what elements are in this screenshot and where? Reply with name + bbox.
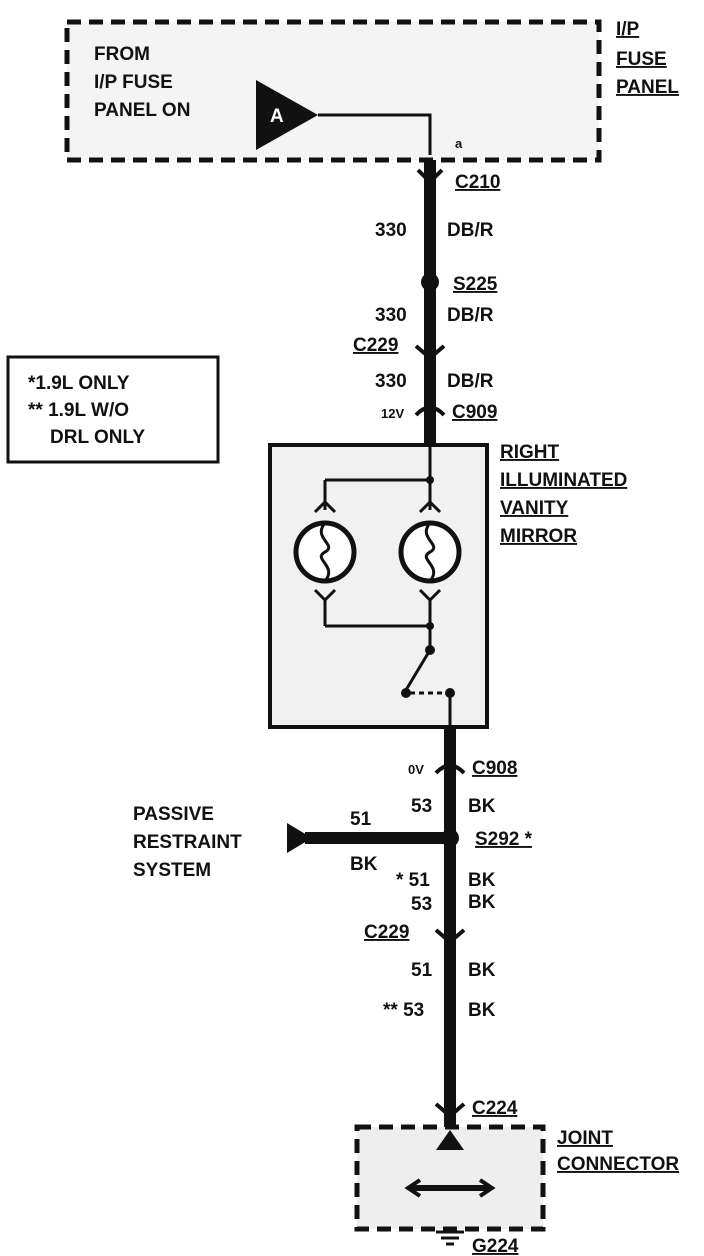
joint-connector-line-2: CONNECTOR [557, 1154, 679, 1175]
mirror-label-line-4: MIRROR [500, 526, 577, 547]
c229-bottom-label: C229 [364, 922, 409, 943]
wire-top-a-circuit: 330 [375, 220, 407, 241]
connection-arrow-icon [256, 80, 318, 150]
wire-top-b-circuit: 330 [375, 305, 407, 326]
joint-left-chevron-icon [404, 1178, 422, 1198]
lamp-left-icon [293, 499, 357, 603]
wire-low-b-color: BK [468, 892, 496, 913]
wire-low-c-color: BK [468, 960, 496, 981]
wire-top-c-circuit: 330 [375, 371, 407, 392]
wire-low-a-circuit: * 51 [396, 870, 430, 891]
g224-label: G224 [472, 1236, 519, 1256]
s292-label: S292 * [475, 829, 533, 850]
c908-label: C908 [472, 758, 517, 779]
wire-mid-circuit: 53 [411, 796, 432, 817]
from-line-1: FROM [94, 44, 150, 65]
c909-label: C909 [452, 402, 497, 423]
switch-contact-left-icon [401, 688, 411, 698]
c210-label: C210 [455, 172, 500, 193]
fuse-pin-label: a [455, 136, 463, 151]
voltage-12v: 12V [381, 406, 404, 421]
ip-fuse-panel-line-3: PANEL [616, 77, 679, 98]
c229-top-label: C229 [353, 335, 398, 356]
c210-connector-icon [416, 168, 444, 185]
legend-box [6, 355, 220, 464]
arrow-letter: A [270, 106, 284, 127]
s225-splice-icon [421, 273, 439, 291]
joint-connector-line-1: JOINT [557, 1128, 613, 1149]
wire-top-a-color: DB/R [447, 220, 494, 241]
from-line-3: PANEL ON [94, 100, 190, 121]
c229-top-connector-icon [414, 344, 446, 361]
mirror-label-line-2: ILLUMINATED [500, 470, 627, 491]
passive-restraint-line-2: RESTRAINT [133, 832, 242, 853]
wire-low-d-circuit: ** 53 [383, 1000, 424, 1021]
c908-connector-icon [434, 763, 466, 775]
mirror-label-line-1: RIGHT [500, 442, 560, 463]
c224-label: C224 [472, 1098, 518, 1119]
s292-splice-icon [441, 829, 459, 847]
joint-arrow-up-icon [436, 1130, 464, 1150]
legend-line-1: *1.9L ONLY [28, 373, 130, 394]
mirror-junction-bottom [426, 622, 434, 630]
c909-connector-icon [414, 405, 446, 417]
wire-low-a-color: BK [468, 870, 496, 891]
ip-fuse-panel-line-1: I/P [616, 19, 640, 40]
ip-fuse-panel-box [64, 19, 602, 163]
voltage-0v: 0V [408, 762, 424, 777]
mirror-label-line-3: VANITY [500, 498, 569, 519]
mirror-junction-top [426, 476, 434, 484]
wire-mid-color: BK [468, 796, 496, 817]
legend-line-2: ** 1.9L W/O [28, 400, 129, 421]
fuse-panel-feed-wire [318, 113, 432, 155]
legend-line-3: DRL ONLY [50, 427, 145, 448]
wire-low-b-circuit: 53 [411, 894, 432, 915]
vanity-mirror-box [268, 443, 489, 729]
wire-low-d-color: BK [468, 1000, 496, 1021]
passive-restraint-line-1: PASSIVE [133, 804, 214, 825]
switch-pivot-icon [425, 645, 435, 655]
from-line-2: I/P FUSE [94, 72, 173, 93]
joint-connector-box [354, 1124, 546, 1232]
passive-restraint-arrow-icon [287, 823, 312, 853]
ip-fuse-panel-line-2: FUSE [616, 49, 667, 70]
c229-bottom-connector-icon [434, 928, 466, 945]
wire-low-c-circuit: 51 [411, 960, 433, 981]
ground-symbol-icon [436, 1230, 464, 1246]
lamp-right-icon [398, 499, 462, 603]
mirror-internal-wiring [323, 445, 452, 727]
wire-passive-circuit: 51 [350, 809, 372, 830]
wire-passive-color: BK [350, 854, 378, 875]
wire-top-b-color: DB/R [447, 305, 494, 326]
s225-label: S225 [453, 274, 498, 295]
passive-restraint-line-3: SYSTEM [133, 860, 211, 881]
wire-top-c-color: DB/R [447, 371, 494, 392]
switch-contact-right-icon [445, 688, 455, 698]
joint-right-chevron-icon [478, 1178, 496, 1198]
c224-connector-icon [434, 1102, 466, 1119]
